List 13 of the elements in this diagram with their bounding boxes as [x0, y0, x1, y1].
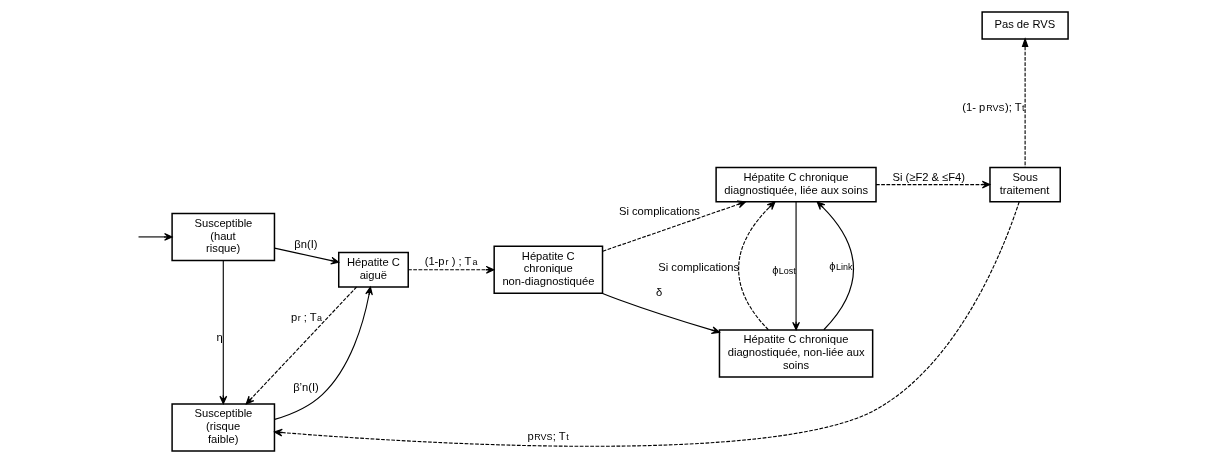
edge-label: ϕLink	[829, 259, 853, 272]
edge-label: ϕLost	[772, 263, 796, 276]
edge-label: β’n(I)	[293, 380, 319, 393]
edge-label: Si complications	[658, 260, 740, 273]
edge-label: pRVS; Tt	[527, 429, 569, 442]
edge-label: η	[216, 330, 223, 343]
edge-label: δ	[655, 285, 663, 298]
edge-label: Si complications	[618, 204, 700, 217]
edge-label: (1- pRVS); Tt	[962, 100, 1025, 113]
edge-label: βn(I)	[294, 237, 318, 250]
edge-label: pr ; Ta	[290, 310, 323, 323]
edge-label: Si (≥F2 & ≤F4)	[892, 170, 966, 183]
edge-label: (1-pr ) ; Ta	[424, 254, 478, 267]
